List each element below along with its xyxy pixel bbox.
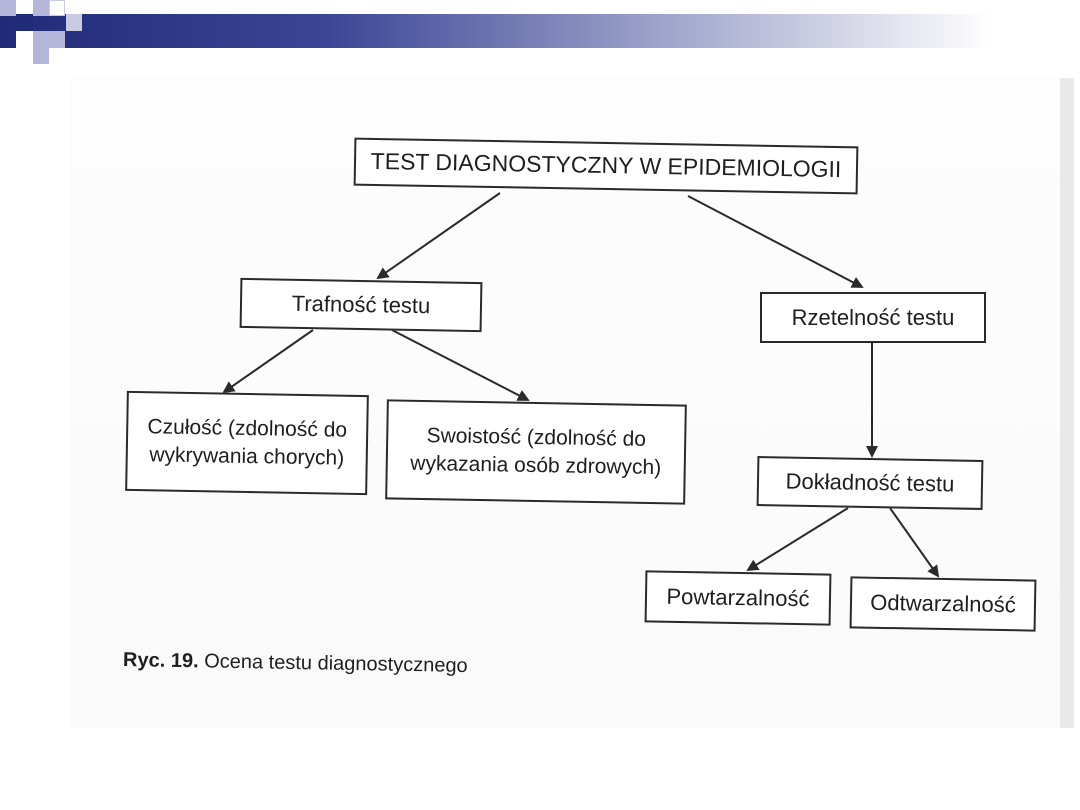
slide-header-bar [0,14,1080,48]
header-square-light [33,48,49,64]
node-validity: Trafność testu [239,277,483,333]
header-square-light [16,31,33,48]
header-square-light [66,14,82,31]
node-reproducibility: Odtwarzalność [849,576,1037,632]
node-sensitivity: Czułość (zdolność do wykrywania chorych) [125,390,369,496]
header-square-white [49,0,65,16]
header-square-dark [16,14,33,31]
figure-caption-label: Ryc. 19. [122,648,199,673]
node-reliability: Rzetelność testu [760,292,986,343]
node-specificity: Swoistość (zdolność do wykazania osób zd… [385,399,687,505]
header-square-light [33,0,49,16]
node-repeatability: Powtarzalność [644,570,832,626]
node-accuracy: Dokładność testu [756,456,984,510]
edge-root-reliability [687,195,864,288]
figure-caption-text: Ocena testu diagnostycznego [204,650,468,678]
edge-validity-specificity [391,329,530,401]
header-square-light [33,31,49,48]
edge-root-validity [376,192,501,280]
header-square-light [0,0,16,16]
header-square-light [49,31,65,48]
edge-accuracy-reproducibility [889,507,940,578]
edge-validity-sensitivity [222,329,314,394]
edge-accuracy-repeatability [746,507,849,572]
node-root: TEST DIAGNOSTYCZNY W EPIDEMIOLOGII [353,137,859,195]
